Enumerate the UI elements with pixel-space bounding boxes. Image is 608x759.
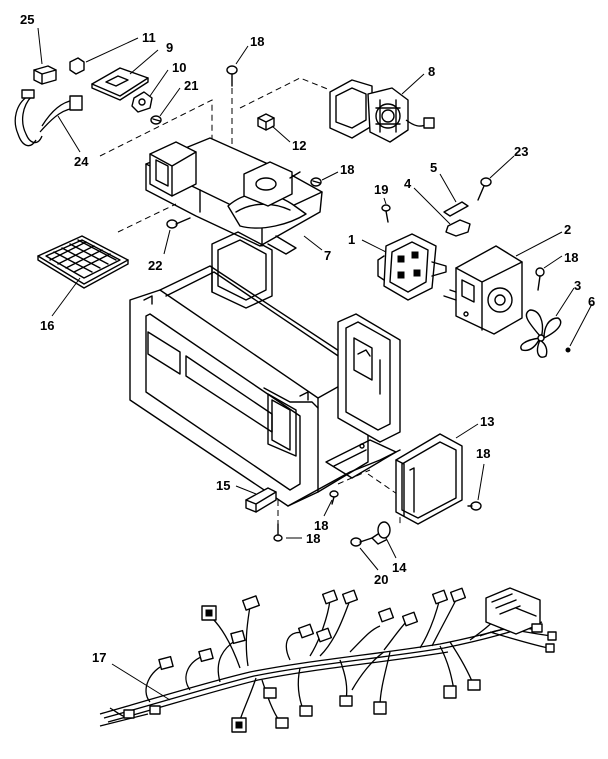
callout-18-top: 18	[250, 34, 264, 49]
part-15-bracket	[235, 485, 277, 513]
callout-12: 12	[292, 138, 306, 153]
part-19-screw	[381, 197, 391, 223]
callout-11: 11	[142, 30, 156, 45]
callout-18-frame: 18	[476, 446, 490, 461]
callout-10: 10	[172, 60, 186, 75]
callout-23: 23	[514, 144, 528, 159]
part-12-connector	[257, 113, 291, 143]
callout-4: 4	[404, 176, 412, 191]
callout-18-bottom: 18	[306, 531, 320, 546]
part-8-blower-motor	[329, 73, 435, 143]
callout-21: 21	[184, 78, 198, 93]
callout-25: 25	[20, 12, 34, 27]
callout-16: 16	[40, 318, 54, 333]
part-23-screw	[477, 155, 515, 201]
callout-15: 15	[216, 478, 230, 493]
part-10-bracket	[131, 69, 169, 113]
part-18-screw-top	[226, 45, 249, 170]
part-9-plate	[91, 49, 159, 101]
part-13-choke-frame	[395, 423, 479, 525]
callout-18-cavity: 18	[314, 518, 328, 533]
callout-8: 8	[428, 64, 435, 79]
callout-18-right: 18	[340, 162, 354, 177]
callout-18-fan: 18	[564, 250, 578, 265]
part-3-fan-blade	[520, 287, 575, 358]
part-1-fan-motor	[361, 233, 447, 301]
callout-3: 3	[574, 278, 581, 293]
part-25-connector	[33, 27, 57, 85]
callout-20: 20	[374, 572, 388, 587]
part-18-screw-right	[310, 171, 339, 187]
callout-14: 14	[392, 560, 407, 575]
callout-22: 22	[148, 258, 162, 273]
callout-1: 1	[348, 232, 355, 247]
callout-labels: 25 11 9 10 21 24 18 8 12 18 7 22 16 19 4…	[20, 12, 595, 665]
callout-19: 19	[374, 182, 388, 197]
part-4-thermal-cutout	[413, 187, 471, 237]
main-cavity-case	[129, 231, 401, 507]
callout-7: 7	[324, 248, 331, 263]
part-18-screw-cavity	[323, 490, 339, 517]
callout-24: 24	[74, 154, 89, 169]
part-17-main-harness	[99, 587, 557, 733]
part-5-sensor	[439, 173, 469, 217]
part-16-filter	[37, 235, 129, 317]
part-21-screw	[150, 87, 181, 125]
part-24-wire-harness	[14, 89, 83, 153]
part-14-holder	[371, 521, 397, 559]
part-20-screw	[350, 537, 379, 571]
part-7-tray-assembly	[145, 137, 323, 255]
part-18-screw-bottom	[273, 500, 302, 542]
part-22-screw	[163, 217, 191, 255]
callout-2: 2	[564, 222, 571, 237]
callout-13: 13	[480, 414, 494, 429]
part-18-screw-frame	[467, 463, 485, 511]
callout-17: 17	[92, 650, 106, 665]
part-6-nut	[565, 303, 593, 353]
callout-5: 5	[430, 160, 437, 175]
part-2-fan-housing	[443, 231, 563, 335]
callout-9: 9	[166, 40, 173, 55]
part-11-clip	[69, 37, 139, 75]
callout-6: 6	[588, 294, 595, 309]
part-18-screw-fan	[535, 255, 563, 291]
